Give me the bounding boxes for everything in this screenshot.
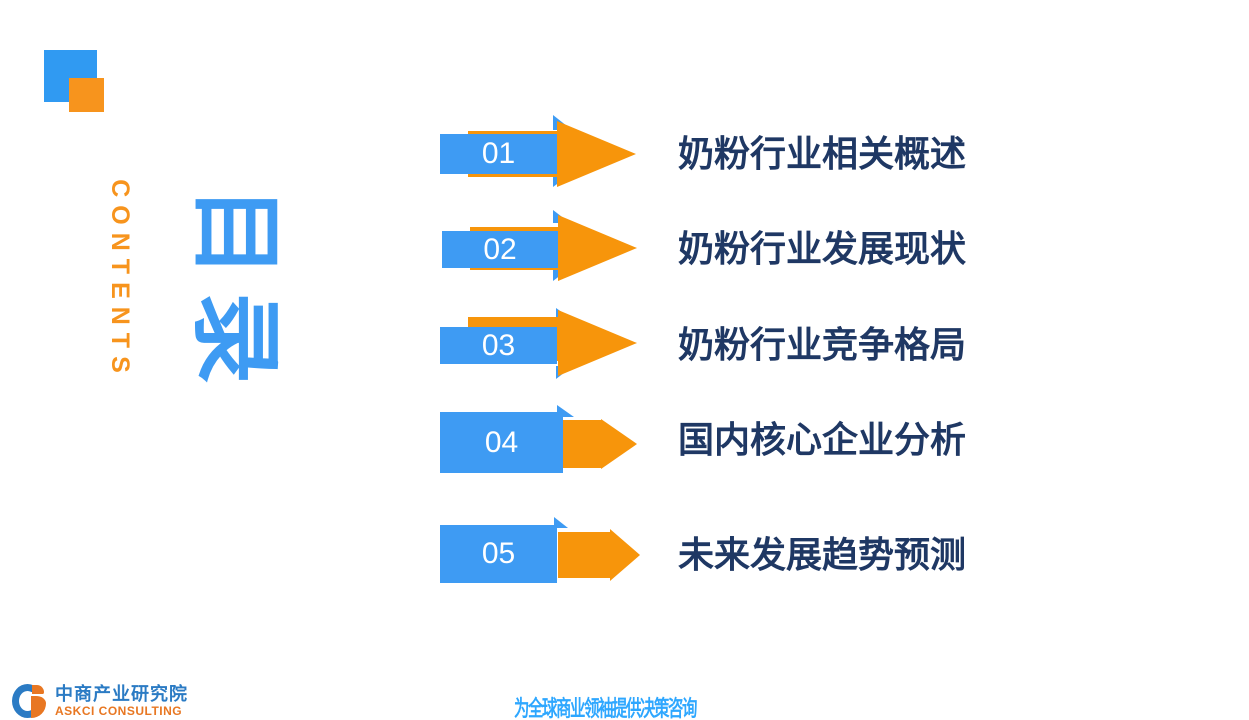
toc-item-4[interactable]: 04 国内核心企业分析 — [440, 403, 1040, 493]
footer-tagline: 为全球商业领袖提供决策咨询 — [513, 696, 697, 720]
company-logo: 中商产业研究院 ASKCI CONSULTING — [12, 683, 188, 719]
toc-item-5[interactable]: 05 未来发展趋势预测 — [440, 515, 1040, 605]
arrow-body — [558, 532, 610, 578]
logo-orange-half-disc — [31, 696, 46, 718]
logo-text: 中商产业研究院 ASKCI CONSULTING — [55, 684, 188, 718]
item-number-box: 02 — [442, 231, 558, 268]
arrow-body — [558, 420, 601, 468]
arrow-head-icon — [558, 310, 637, 376]
item-label: 奶粉行业发展现状 — [678, 229, 967, 269]
ribbon-fold-top-icon — [554, 517, 568, 528]
contents-vertical-label: CONTENTS — [106, 179, 134, 381]
logo-name-en: ASKCI CONSULTING — [55, 704, 183, 718]
toc-title: 目录 — [184, 186, 286, 399]
item-label: 奶粉行业竞争格局 — [678, 325, 967, 365]
askci-logo-icon — [12, 683, 48, 719]
item-number-box: 03 — [440, 327, 557, 364]
item-number-box: 01 — [440, 134, 557, 174]
toc-item-3[interactable]: 03 奶粉行业竞争格局 — [440, 305, 1040, 395]
item-number-box: 05 — [440, 525, 557, 583]
arrow-head-icon — [610, 529, 640, 581]
arrow-head-icon — [601, 419, 637, 469]
logo-name-cn: 中商产业研究院 — [55, 684, 188, 704]
logo-orange-dot — [32, 685, 44, 694]
item-number-box: 04 — [440, 412, 563, 473]
item-label: 国内核心企业分析 — [678, 420, 967, 460]
toc-item-2[interactable]: 02 奶粉行业发展现状 — [440, 210, 1040, 300]
toc-item-1[interactable]: 01 奶粉行业相关概述 — [440, 112, 1040, 202]
arrow-head-icon — [558, 215, 637, 281]
item-label: 未来发展趋势预测 — [678, 535, 967, 575]
arrow-head-icon — [557, 121, 636, 187]
deco-square-orange — [69, 78, 104, 112]
item-label: 奶粉行业相关概述 — [678, 134, 967, 174]
